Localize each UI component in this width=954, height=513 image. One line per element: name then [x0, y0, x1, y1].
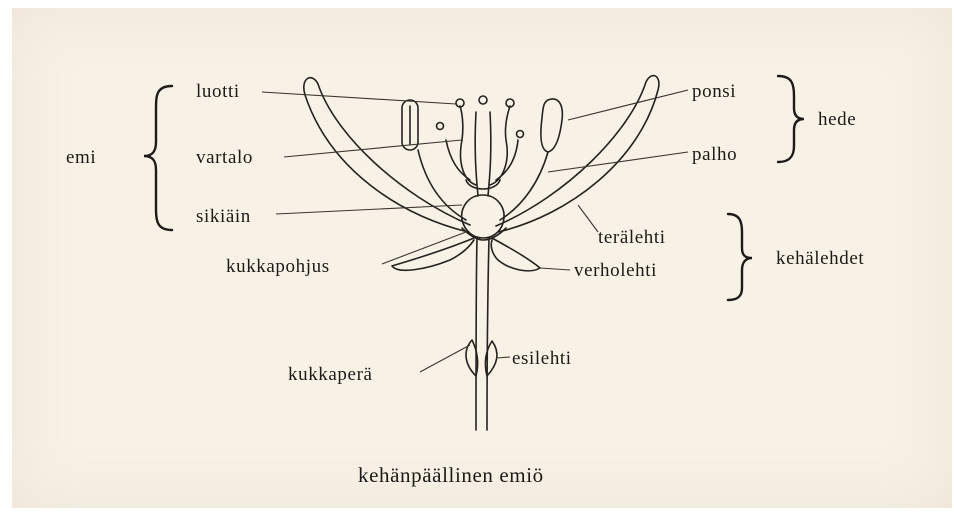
petal-right — [496, 76, 659, 232]
leader-palho — [548, 152, 688, 172]
leader-teralehti — [578, 205, 598, 232]
diagram-caption: kehänpäällinen emiö — [358, 463, 544, 487]
sepal-left — [392, 238, 474, 270]
label-vartalo: vartalo — [196, 147, 253, 168]
leader-esilehti — [496, 357, 510, 358]
style-bulge — [466, 180, 500, 189]
label-verholehti: verholehti — [574, 260, 657, 281]
leader-kukkapohjus — [382, 232, 466, 264]
leader-sikiain — [276, 205, 462, 214]
labels: emi luotti vartalo sikiäin kukkapohjus k… — [66, 81, 864, 487]
label-luotti: luotti — [196, 81, 240, 102]
brace-emi — [144, 86, 172, 230]
sepal-right — [491, 238, 540, 271]
stem — [476, 238, 489, 430]
label-teralehti: terälehti — [598, 227, 666, 248]
brace-hede — [778, 76, 804, 162]
style-lobes — [446, 106, 518, 185]
group-label-kehalehdet: kehälehdet — [776, 248, 864, 269]
label-kukkapohjus: kukkapohjus — [226, 256, 330, 277]
group-label-emi: emi — [66, 147, 96, 168]
filament-right — [500, 152, 548, 220]
label-ponsi: ponsi — [692, 81, 736, 102]
label-kukkapera: kukkaperä — [288, 364, 373, 385]
stigma-2 — [479, 96, 487, 104]
leader-vartalo — [284, 140, 462, 157]
leader-kukkapera — [420, 345, 470, 372]
label-esilehti: esilehti — [512, 348, 572, 369]
leader-verholehti — [540, 268, 570, 270]
brace-kehalehdet — [728, 214, 752, 300]
leader-luotti — [262, 92, 456, 104]
stigma-5 — [517, 131, 524, 138]
label-sikiain: sikiäin — [196, 206, 251, 227]
stigma-4 — [437, 123, 444, 130]
anther-right — [541, 99, 562, 152]
ovary — [462, 195, 504, 238]
group-label-hede: hede — [818, 109, 856, 130]
label-palho: palho — [692, 144, 737, 165]
filament-left — [418, 150, 466, 220]
style — [475, 112, 491, 196]
leader-ponsi — [568, 90, 688, 120]
